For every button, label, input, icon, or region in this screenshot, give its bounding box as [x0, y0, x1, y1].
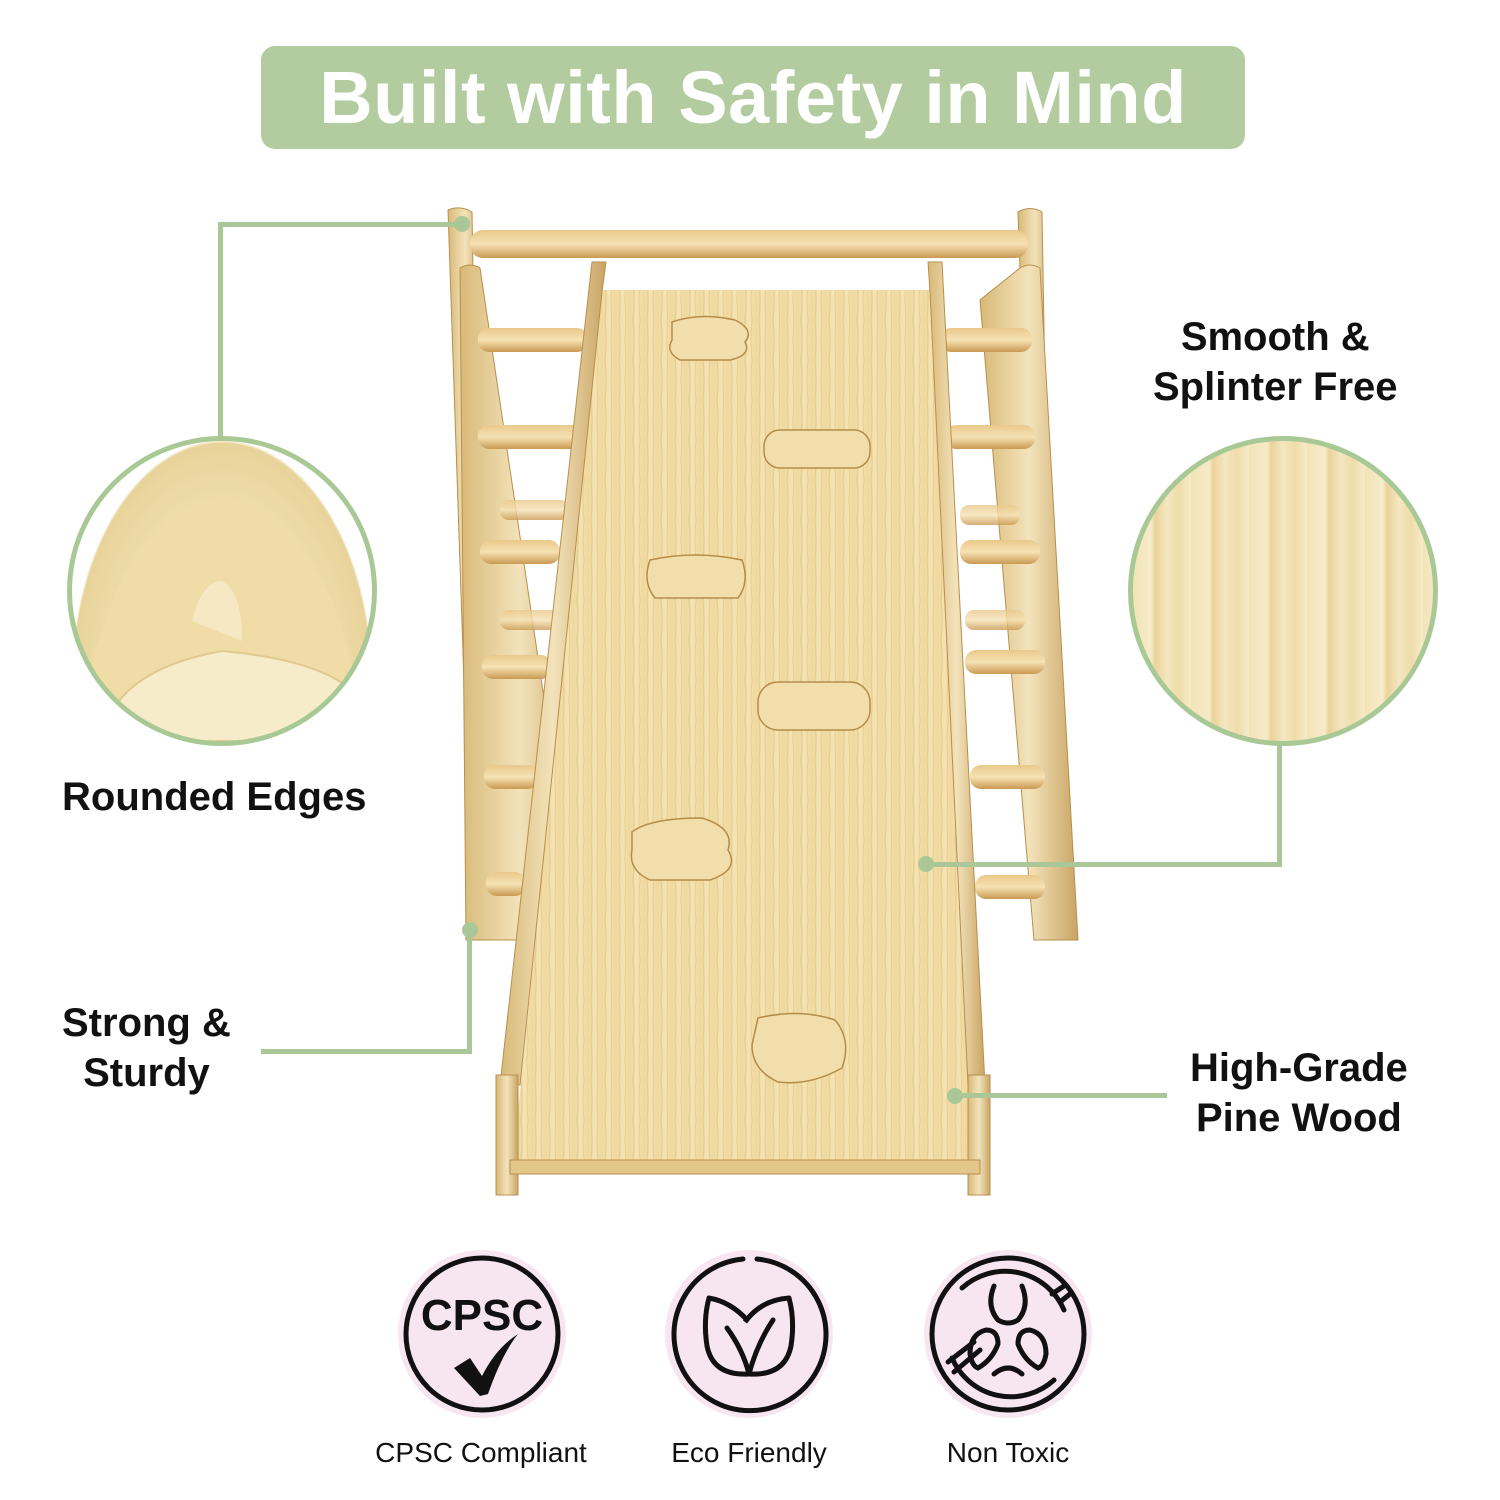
label-line-2: Pine Wood: [1195, 1096, 1402, 1140]
label-rounded-edges: Rounded Edges: [62, 775, 367, 819]
label-line-1: Strong &: [62, 1001, 231, 1045]
label-high-grade-pine: High-Grade Pine Wood: [1190, 1043, 1408, 1143]
label-smooth-splinter-free: Smooth & Splinter Free: [1153, 312, 1398, 412]
label-strong-sturdy: Strong & Sturdy: [62, 998, 231, 1098]
callout-line-smooth-h: [926, 862, 1282, 867]
label-line-2: Splinter Free: [1153, 365, 1398, 409]
page-title: Built with Safety in Mind: [319, 56, 1187, 139]
badge-eco: [665, 1250, 833, 1418]
callout-line-strong-h: [261, 1049, 472, 1054]
label-line-1: High-Grade: [1190, 1046, 1408, 1090]
badge-label-non-toxic: Non Toxic: [946, 1437, 1070, 1468]
callout-line-strong-v: [467, 928, 472, 1054]
leaf-icon: [671, 1256, 829, 1414]
callout-line-rounded-edges-v: [218, 222, 223, 437]
callout-dot-rounded-edges: [454, 216, 470, 232]
title-banner: Built with Safety in Mind: [261, 46, 1245, 149]
cpsc-check-icon: CPSC: [403, 1255, 561, 1413]
callout-line-rounded-edges-h: [218, 222, 463, 227]
rounded-edge-closeup-icon: [92, 496, 363, 741]
smooth-wood-zoom-circle: [1128, 436, 1438, 746]
badge-label-eco: Eco Friendly: [671, 1437, 827, 1468]
badge-non-toxic: [924, 1250, 1092, 1418]
callout-dot-smooth: [918, 856, 934, 872]
badge-cpsc: CPSC: [398, 1250, 566, 1418]
rounded-edges-zoom-circle: [67, 436, 377, 746]
label-line-2: Sturdy: [83, 1051, 210, 1095]
badge-label-cpsc: CPSC Compliant: [375, 1437, 587, 1468]
callout-line-pine-h: [955, 1093, 1167, 1098]
biohazard-crossed-icon: [929, 1255, 1087, 1413]
callout-line-smooth-v: [1277, 744, 1282, 867]
svg-text:CPSC: CPSC: [421, 1291, 543, 1340]
label-line-1: Smooth &: [1180, 315, 1370, 359]
